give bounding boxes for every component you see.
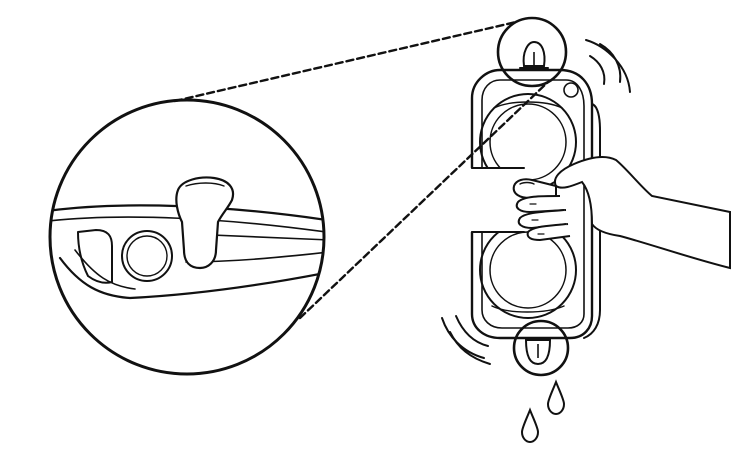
water-drop-icon [520,379,566,444]
shake-motion-icon [441,39,631,365]
magnifier-ring [48,98,326,376]
top-valve-highlight [496,16,568,88]
hand-icon [512,156,731,270]
bottom-valve-highlight [512,319,570,377]
zoomed-valve-view [50,176,324,300]
magnified-detail [48,98,326,376]
zoom-connector-lines [173,20,550,320]
